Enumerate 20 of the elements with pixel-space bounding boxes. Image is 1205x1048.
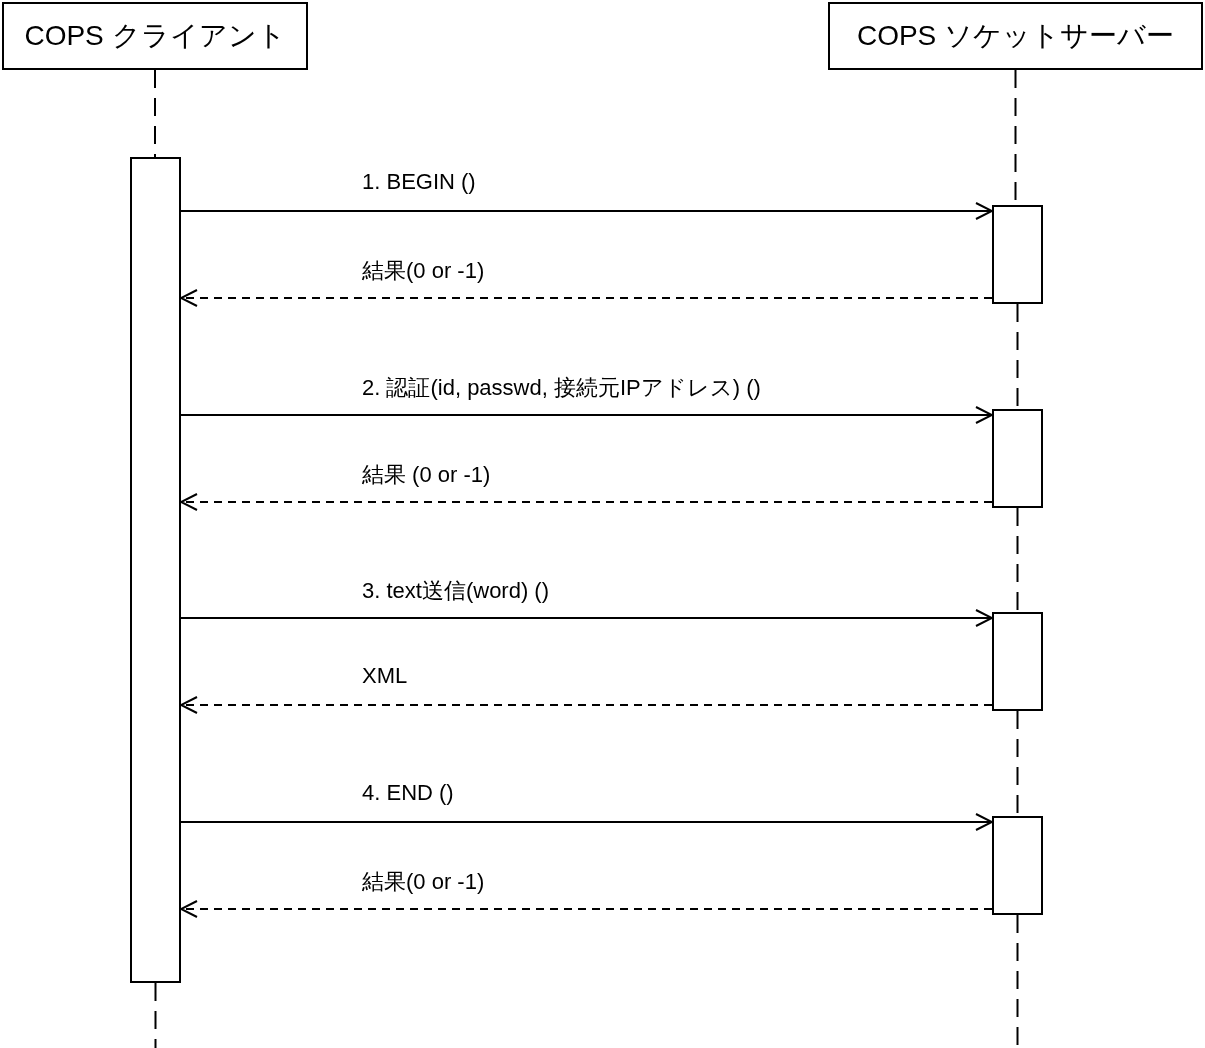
message-arrow — [180, 900, 993, 918]
activation-bar — [130, 157, 181, 983]
message-arrow — [180, 696, 993, 714]
participant-box: COPS ソケットサーバー — [828, 2, 1203, 70]
message-arrow — [180, 609, 993, 627]
participant-box: COPS クライアント — [2, 2, 308, 70]
activation-bar — [992, 816, 1043, 915]
message-arrow — [180, 406, 993, 424]
lifeline — [1016, 507, 1019, 613]
message-arrow — [180, 813, 993, 831]
activation-bar — [992, 612, 1043, 711]
message-arrow — [180, 202, 993, 220]
lifeline — [1016, 914, 1019, 1048]
message-arrow — [180, 289, 993, 307]
activation-bar — [992, 205, 1043, 304]
activation-bar — [992, 409, 1043, 508]
message-label: 2. 認証(id, passwd, 接続元IPアドレス) () — [360, 373, 763, 403]
lifeline — [154, 982, 157, 1048]
lifeline — [154, 69, 156, 158]
message-arrow — [180, 493, 993, 511]
